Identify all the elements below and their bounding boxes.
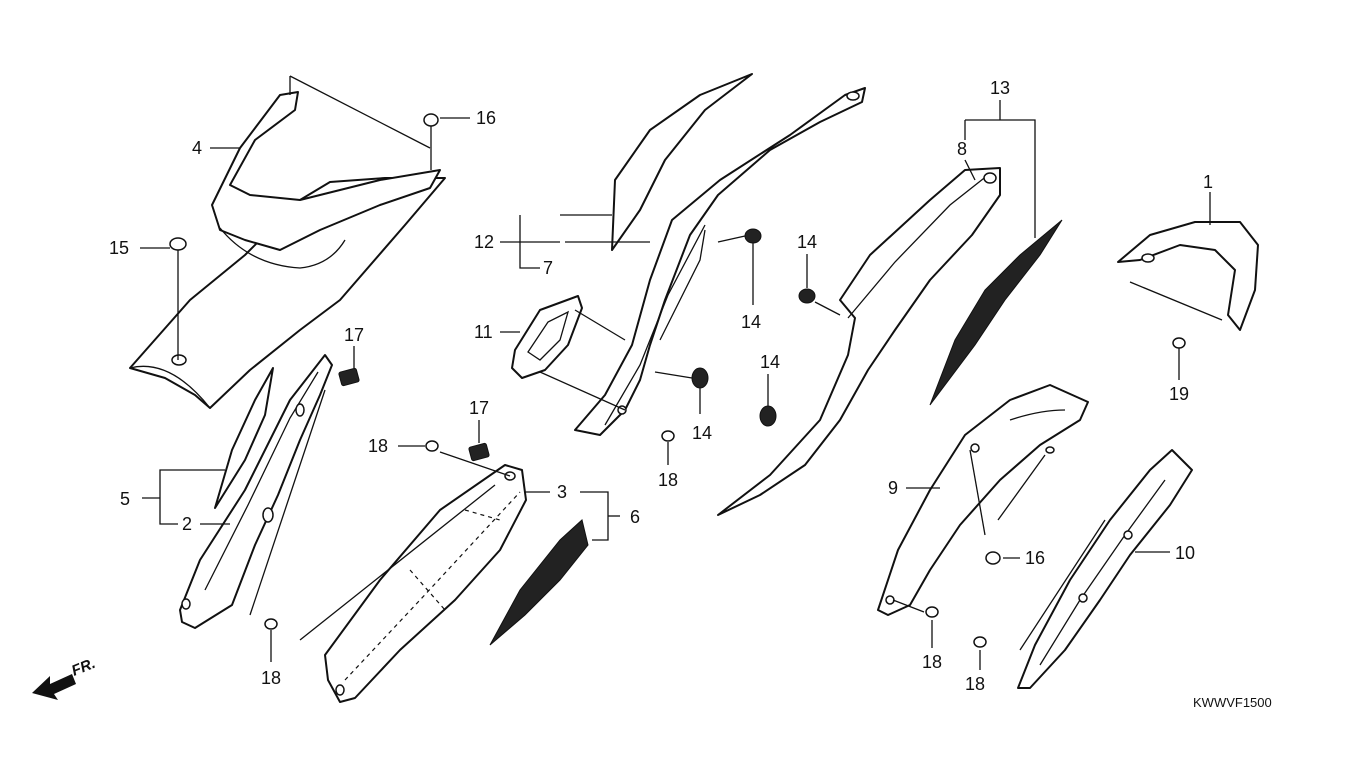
callout-14-a: 14 [741, 312, 761, 332]
part-10-lower-panel [1017, 449, 1193, 689]
part-13-decal [929, 219, 1063, 406]
part-4-inner-cover [129, 91, 446, 409]
callout-6: 6 [630, 507, 640, 527]
callout-18-a: 18 [261, 668, 281, 688]
part-6-decal [489, 519, 589, 646]
callout-10: 10 [1175, 543, 1195, 563]
callout-17-a: 17 [344, 325, 364, 345]
callout-9: 9 [888, 478, 898, 498]
part-2-side-cover [179, 354, 333, 629]
callout-18-e: 18 [965, 674, 985, 694]
fasteners [169, 113, 1186, 648]
leader-lines [140, 75, 1223, 670]
callout-16-b: 16 [1025, 548, 1045, 568]
callout-15: 15 [109, 238, 129, 258]
callout-13: 13 [990, 78, 1010, 98]
callout-3: 3 [557, 482, 567, 502]
callout-14-d: 14 [760, 352, 780, 372]
callout-18-d: 18 [922, 652, 942, 672]
callout-17-b: 17 [469, 398, 489, 418]
callout-19: 19 [1169, 384, 1189, 404]
front-direction-arrow-icon: FR. [32, 655, 98, 700]
callout-12: 12 [474, 232, 494, 252]
callout-8: 8 [957, 139, 967, 159]
callout-14-c: 14 [692, 423, 712, 443]
callout-18-c: 18 [658, 470, 678, 490]
callout-14-b: 14 [797, 232, 817, 252]
part-3-center-cover [324, 464, 527, 703]
callout-labels: 1 2 3 4 5 6 7 8 9 10 11 12 13 14 14 14 1… [109, 78, 1213, 694]
part-1-tail-cover [1117, 221, 1259, 331]
callout-1: 1 [1203, 172, 1213, 192]
callout-2: 2 [182, 514, 192, 534]
callout-7: 7 [543, 258, 553, 278]
part-5-decal-strip [214, 367, 274, 509]
callout-18-b: 18 [368, 436, 388, 456]
callout-11: 11 [474, 322, 493, 342]
diagram-code: KWWVF1500 [1193, 695, 1272, 710]
part-11-bracket [511, 295, 583, 379]
part-12-stripe [611, 73, 753, 251]
front-direction-label: FR. [69, 655, 98, 680]
part-8-side-cover [717, 167, 1001, 516]
part-7-frame-cover [574, 87, 866, 436]
callout-4: 4 [192, 138, 202, 158]
callout-16-a: 16 [476, 108, 496, 128]
callout-5: 5 [120, 489, 130, 509]
part-9-lower-cover [877, 384, 1089, 616]
